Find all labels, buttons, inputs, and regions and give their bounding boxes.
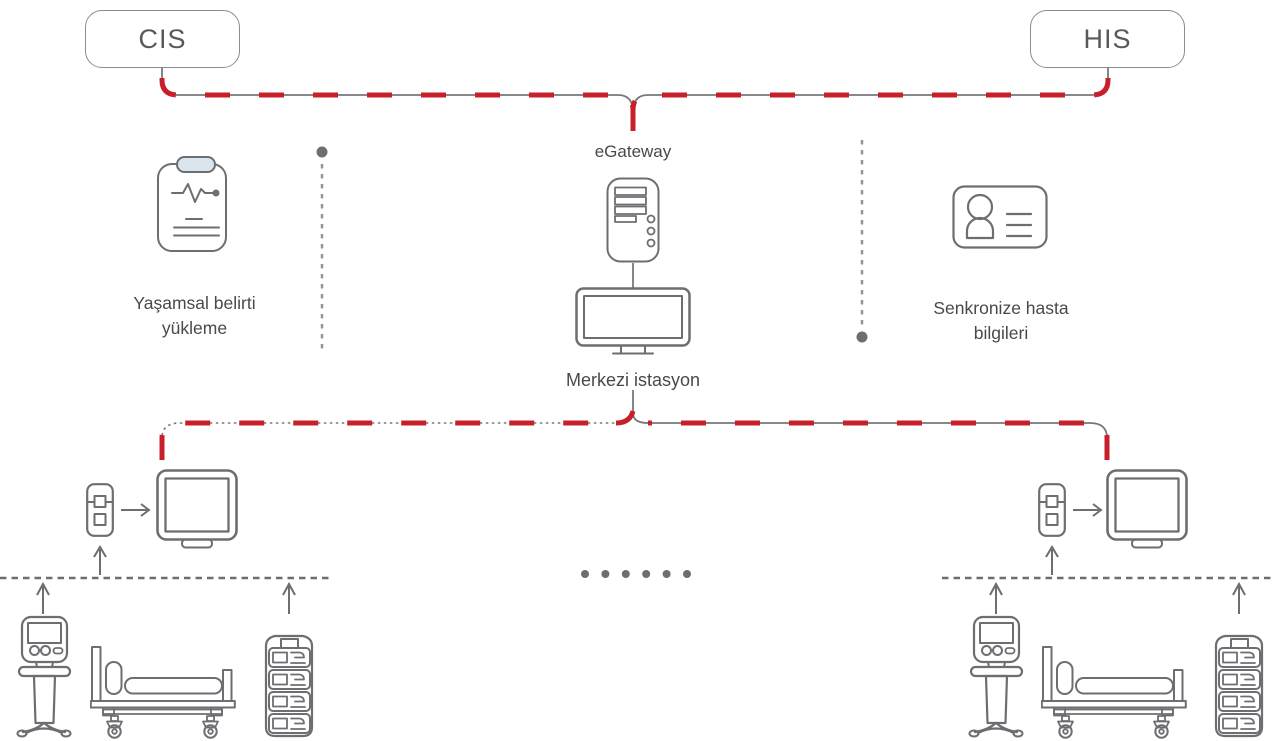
left-hospital-bed-icon <box>90 645 236 740</box>
left-ventilator-icon <box>11 613 77 739</box>
cis-gateway-link-base <box>161 68 634 113</box>
central-station-label: Merkezi istasyon <box>565 370 701 390</box>
station-junction-red-curve <box>615 410 636 426</box>
right-module-to-monitor-arrow <box>1073 503 1103 517</box>
node-his: HIS <box>1030 10 1185 68</box>
cis-gateway-link-red-dashes <box>159 68 636 111</box>
vital-signs-note: Yaşamsal belirti yükleme <box>133 293 256 338</box>
right-bus-to-module-arrow <box>1045 545 1059 575</box>
left-rack-to-bus-arrow <box>282 581 296 614</box>
egateway-label: eGateway <box>594 142 672 161</box>
station-right-link-base <box>632 412 1108 460</box>
right-connectivity-module-icon <box>1038 483 1066 537</box>
left-dotted-line-dot <box>316 146 328 158</box>
right-infusion-pump-rack-icon <box>1212 631 1266 738</box>
right-hospital-bed-icon <box>1041 645 1187 740</box>
his-gateway-link-red-dashes <box>630 68 1111 111</box>
his-label: HIS <box>1083 23 1132 54</box>
right-rack-to-bus-arrow <box>1232 581 1246 614</box>
left-bus-to-module-arrow <box>93 545 107 575</box>
left-ventilator-to-bus-arrow <box>36 581 50 614</box>
left-module-to-monitor-arrow <box>121 503 151 517</box>
left-bedside-monitor-icon <box>156 469 238 549</box>
left-infusion-pump-rack-icon <box>262 631 316 738</box>
patient-id-card-icon <box>952 185 1048 249</box>
station-right-link-red-dashes <box>648 420 1110 460</box>
ellipsis-dots <box>581 570 691 578</box>
right-ventilator-to-bus-arrow <box>989 581 1003 614</box>
patient-sync-note: Senkronize hasta bilgileri <box>933 298 1069 343</box>
his-gateway-link-base <box>632 68 1109 113</box>
right-ventilator-icon <box>963 613 1029 739</box>
node-cis: CIS <box>85 10 240 68</box>
right-bedside-monitor-icon <box>1106 469 1188 549</box>
egateway-server-tower-icon <box>606 177 660 263</box>
station-left-link-red-dashes <box>159 420 615 460</box>
station-left-link-base <box>161 412 634 460</box>
clipboard-ecg-icon <box>152 155 232 255</box>
cis-label: CIS <box>138 23 187 54</box>
central-station-monitor-icon <box>575 287 691 359</box>
right-dotted-line-dot <box>856 331 868 343</box>
left-connectivity-module-icon <box>86 483 114 537</box>
